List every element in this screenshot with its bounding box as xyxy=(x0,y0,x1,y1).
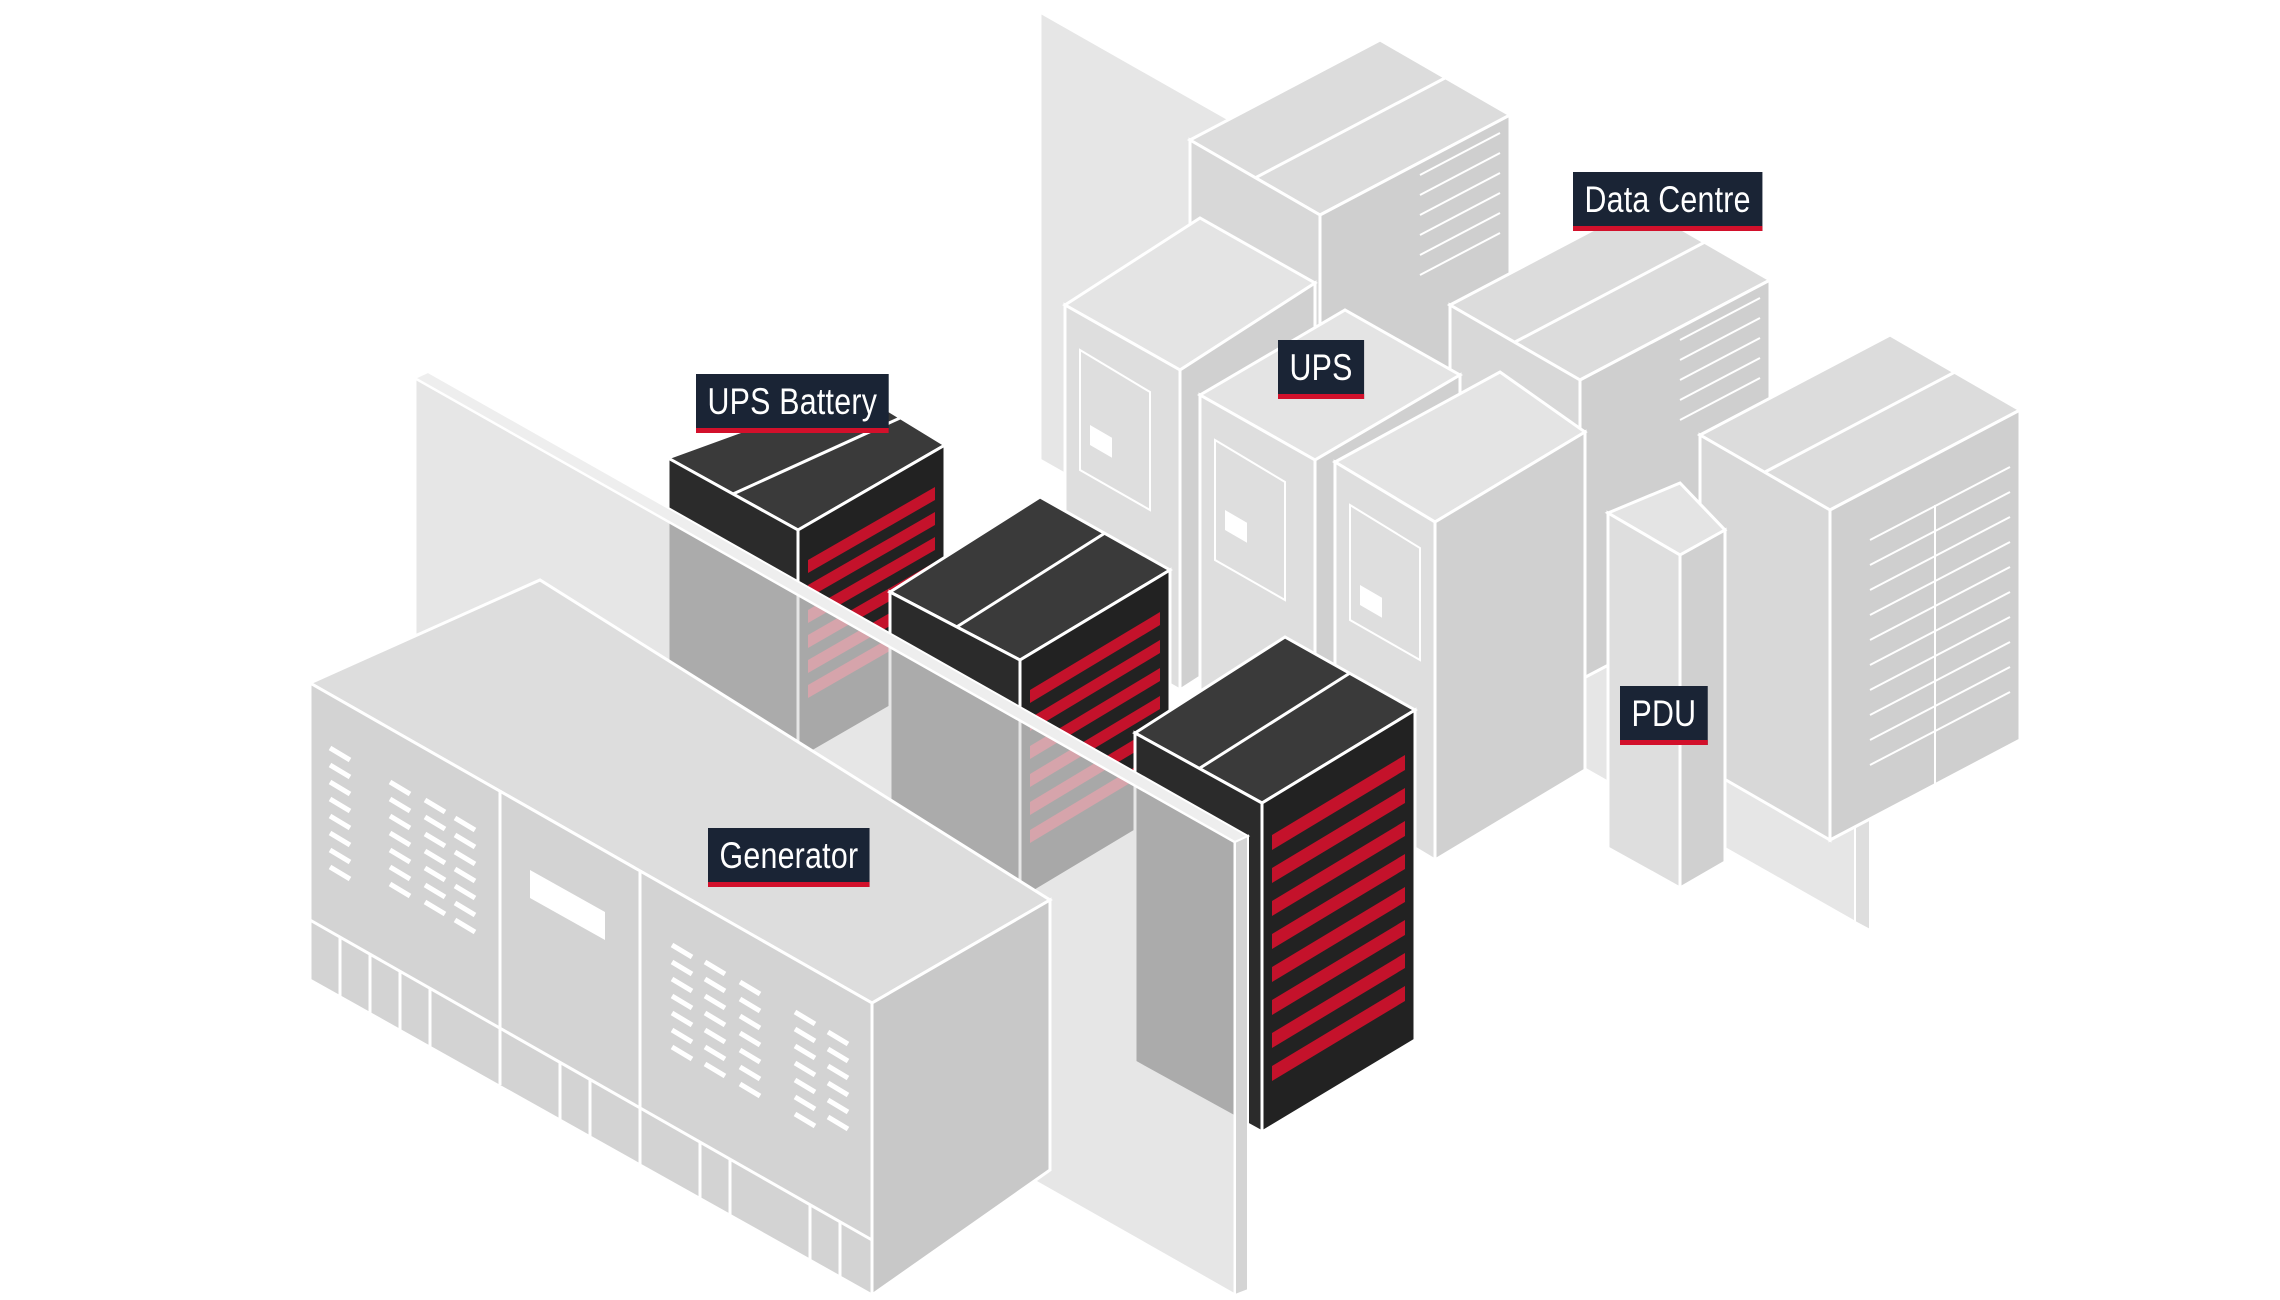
generator-vents xyxy=(328,745,850,1132)
label-ups: UPS xyxy=(1278,340,1365,399)
label-data-centre: Data Centre xyxy=(1573,172,1763,231)
server-rack xyxy=(1696,333,2024,843)
server-rack-group xyxy=(1186,38,2024,843)
generator-unit xyxy=(306,578,1053,1298)
label-pdu: PDU xyxy=(1620,686,1708,745)
label-generator: Generator xyxy=(708,828,870,887)
label-ups-battery: UPS Battery xyxy=(696,374,889,433)
